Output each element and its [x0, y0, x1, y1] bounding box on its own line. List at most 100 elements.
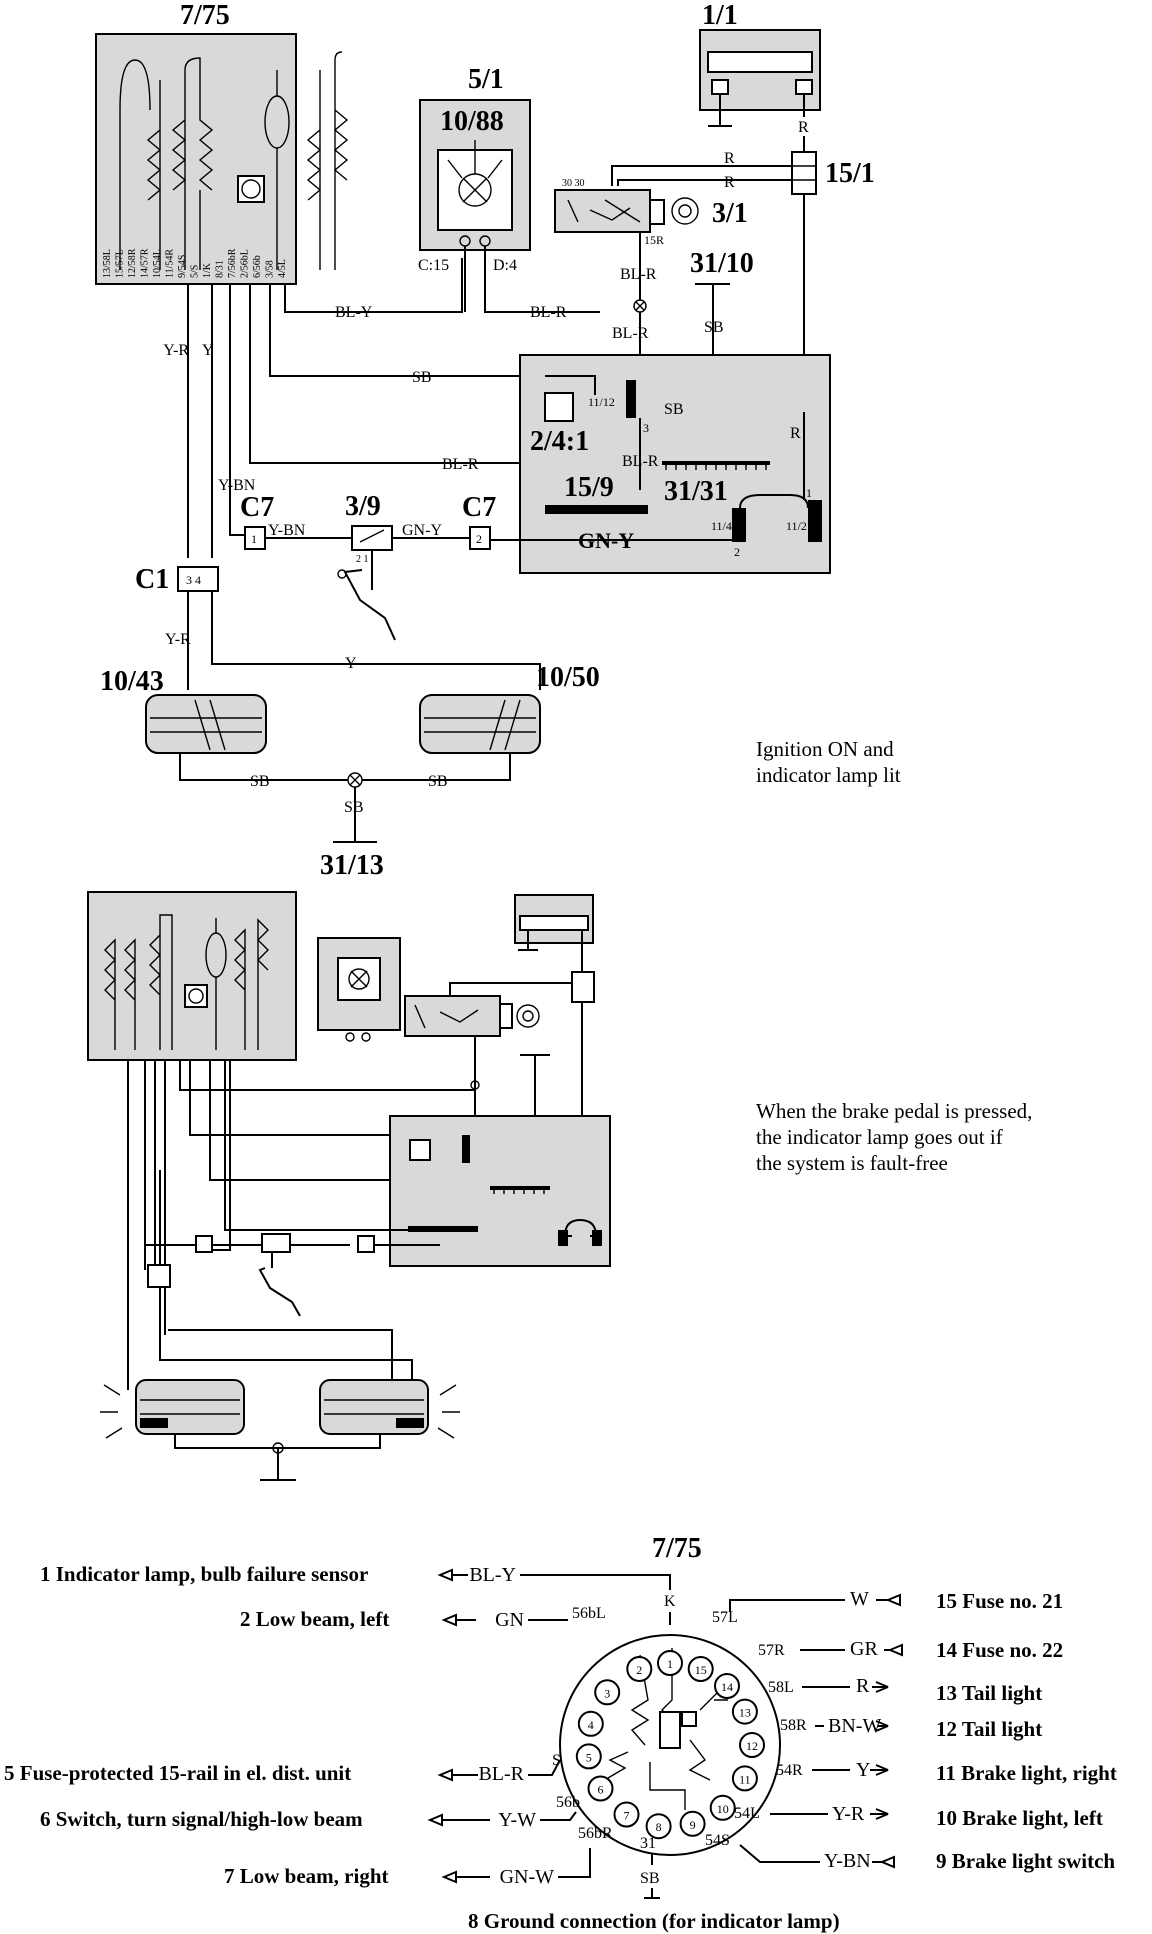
legend-ground-note: 8 Ground connection (for indicator lamp) [468, 1909, 840, 1933]
term-56br: 56bR [578, 1825, 613, 1842]
connector-pin [657, 1650, 683, 1676]
label-7-75: 7/75 [180, 0, 230, 31]
relay-square [544, 392, 574, 422]
connector-pin-number: 6 [598, 1783, 604, 1797]
svg-text:Y: Y [856, 1759, 870, 1781]
connector-pin-number: 9 [690, 1818, 696, 1832]
connector-11-2 [808, 500, 822, 542]
connector-pin [709, 1794, 736, 1821]
connector-pin-number: 1 [667, 1657, 673, 1671]
sensor-terminal-label: 14/57R [140, 248, 151, 278]
legend-right-9: Y-BN 9 Brake light switch [739, 1844, 1115, 1873]
label-10-43: 10/43 [100, 666, 164, 697]
connector-pin-number: 7 [624, 1809, 630, 1823]
wire-label-r-1: R [798, 119, 809, 136]
wire-bl-r-low [249, 284, 520, 464]
label-5-1: 5/1 [468, 64, 504, 95]
sensor-terminal-label: 12/58R [127, 248, 138, 278]
wire-label-r-3: R [724, 174, 735, 191]
term-54l: 54L [734, 1805, 760, 1822]
svg-text:BL-R: BL-R [478, 1763, 524, 1785]
connector-pin [731, 1698, 758, 1725]
pin-d4: D:4 [493, 257, 517, 274]
svg-text:Y-W: Y-W [498, 1809, 536, 1831]
label-15-1: 15/1 [825, 158, 875, 189]
label-2-4-1: 2/4:1 [530, 426, 589, 457]
label-c7-left: C7 [240, 492, 274, 523]
pin-3: 3 [643, 421, 649, 435]
term-57r: 57R [758, 1642, 785, 1659]
connector-pin-number: 13 [739, 1706, 751, 1720]
wire-label-sb-1: SB [412, 369, 432, 386]
c7-pin-2: 2 [476, 532, 482, 546]
c1-pins: 3 4 [186, 573, 201, 587]
wire-label-sb-5: SB [428, 773, 448, 790]
connector-pin-number: 14 [721, 1680, 733, 1694]
sensor-terminal-label: 5/S [190, 265, 201, 278]
caption-mid-3: the system is fault-free [756, 1151, 948, 1175]
connector-pin [587, 1775, 614, 1802]
brake-pedal-icon [343, 550, 396, 641]
central-unit-mid [389, 1115, 611, 1267]
connector-pin-number: 8 [656, 1820, 662, 1834]
sensor-terminal-label: 6/56b [252, 255, 263, 278]
c7-pin-1: 1 [251, 532, 257, 546]
sensor-terminal-label: 7/56bR [227, 248, 238, 278]
svg-text:6 Switch, turn signal/high-lo: 6 Switch, turn signal/high-low beam [40, 1807, 363, 1831]
caption-mid-2: the indicator lamp goes out if [756, 1125, 1003, 1149]
wire-label-bl-y: BL-Y [335, 304, 373, 321]
svg-text:7 Low beam, right: 7 Low beam, right [224, 1864, 389, 1888]
svg-text:W: W [850, 1588, 869, 1610]
fuse-15-1 [791, 151, 817, 195]
wire-label-r-4: R [790, 425, 801, 442]
wire-label-bl-r-3: BL-R [620, 266, 657, 283]
label-11-12: 11/12 [588, 395, 615, 409]
legend-right-13: R 13 Tail light [802, 1675, 1042, 1705]
sensor-terminal-label: 10/54L [152, 249, 163, 278]
connector-pin [714, 1673, 740, 1699]
sensor-terminal-label: 15/57L [115, 249, 126, 278]
term-sb: SB [640, 1870, 660, 1887]
sensor-internals [119, 51, 349, 270]
wire-label-y-r-2: Y-R [165, 631, 191, 648]
label-c7-right: C7 [462, 492, 496, 523]
pin-1: 1 [806, 486, 812, 500]
connector-pin [739, 1732, 765, 1758]
wire-label-bl-r-2: BL-R [530, 304, 567, 321]
term-57l: 57L [712, 1609, 738, 1626]
sensor-terminal-label: 13/58L [102, 249, 113, 278]
caption-mid-1: When the brake pedal is pressed, [756, 1099, 1032, 1123]
label-31-10: 31/10 [690, 248, 754, 279]
sensor-box-mid [87, 891, 297, 1061]
legend-left-1: BL-Y 1 Indicator lamp, bulb failure sens… [40, 1562, 671, 1590]
wire-label-sb-2: SB [704, 319, 724, 336]
wire-label-y-bn-2: Y-BN [268, 522, 306, 539]
svg-text:2 Low beam, left: 2 Low beam, left [240, 1607, 389, 1631]
brake-lamp-10-43 [145, 694, 267, 754]
wire-label-y: Y [202, 342, 214, 359]
connector-pin [575, 1743, 602, 1770]
svg-text:BL-Y: BL-Y [469, 1564, 516, 1586]
connector-11-4 [732, 508, 746, 542]
term-58r: 58R [780, 1717, 807, 1734]
term-56b: 56b [556, 1794, 580, 1811]
ignition-switch-3-1 [554, 189, 651, 233]
connector-pin-number: 11 [739, 1772, 751, 1786]
connector-pin [577, 1710, 604, 1737]
busbar-15-9 [545, 505, 648, 514]
connector-c1 [177, 566, 219, 592]
label-10-50: 10/50 [536, 662, 600, 693]
connector-pin [731, 1765, 758, 1792]
legend-left-2: GN 2 Low beam, left [240, 1607, 568, 1631]
pin-15r: 15R [644, 233, 664, 247]
wire-label-y-r: Y-R [163, 342, 189, 359]
ignition-switch-mid [404, 995, 501, 1037]
term-k: K [664, 1593, 676, 1610]
term-31: 31 [640, 1835, 656, 1852]
wire-label-sb-6: SB [344, 799, 364, 816]
svg-text:15 Fuse no. 21: 15 Fuse no. 21 [936, 1589, 1063, 1613]
brake-lamp-10-50 [419, 694, 541, 754]
brake-switch-3-9 [351, 525, 393, 551]
